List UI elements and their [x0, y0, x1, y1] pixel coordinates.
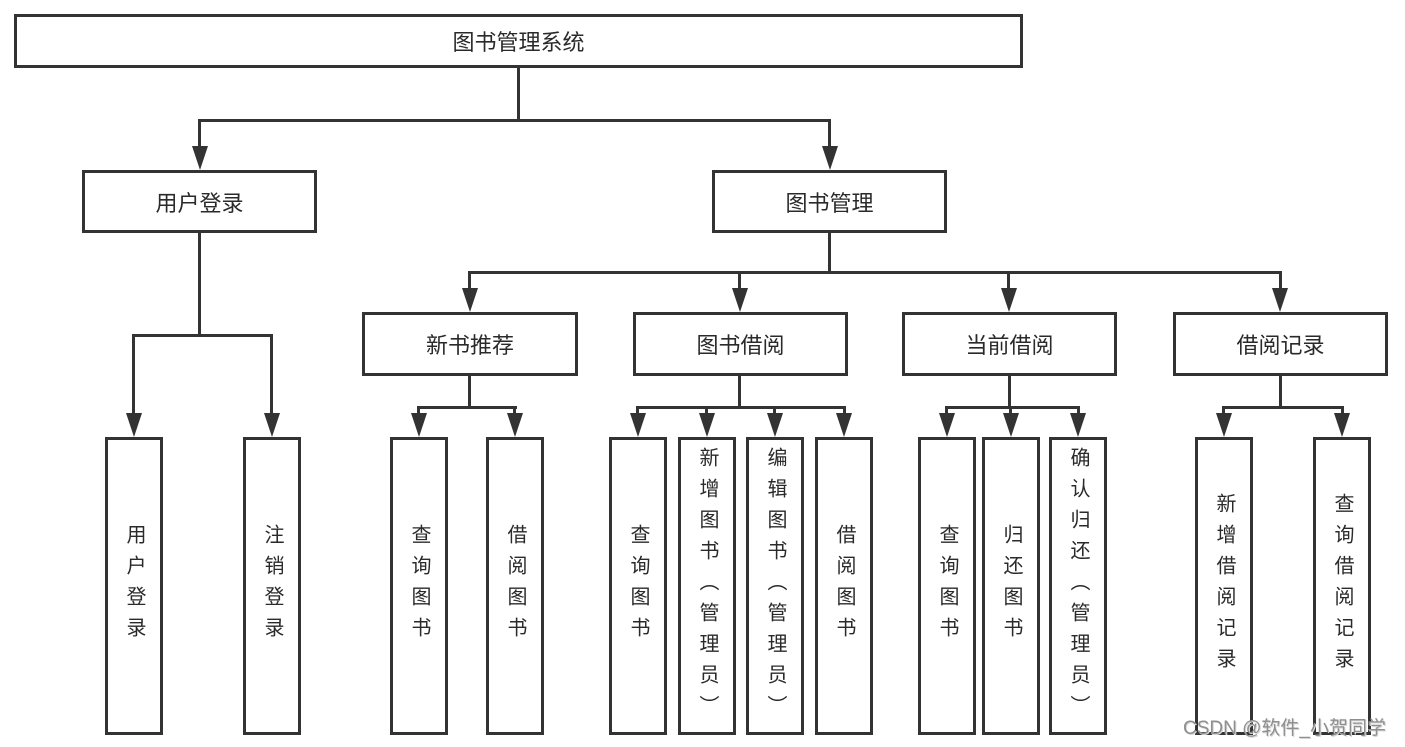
- node-label: 图书管理系统: [452, 30, 585, 55]
- connector-line: [636, 406, 846, 409]
- arrowhead-down: [1070, 413, 1086, 437]
- leaf-edit-books-admin: 编辑图书（管理员）: [746, 437, 804, 735]
- connector-line: [468, 271, 471, 291]
- arrowhead-down: [192, 146, 208, 170]
- connector-line: [828, 232, 831, 274]
- connector-line: [945, 406, 1080, 409]
- arrowhead-down: [822, 146, 838, 170]
- csdn-watermark: CSDN @软件_小贺同学: [1183, 718, 1386, 739]
- connector-line: [1008, 376, 1011, 409]
- leaf-query-borrow-record: 查询借阅记录: [1313, 437, 1371, 735]
- connector-line: [270, 334, 273, 416]
- arrowhead-down: [507, 413, 523, 437]
- connector-line: [705, 406, 708, 416]
- arrowhead-down: [836, 413, 852, 437]
- connector-line: [513, 406, 516, 416]
- leaf-query-books: 查询图书: [609, 437, 667, 735]
- arrowhead-down: [126, 413, 142, 437]
- node-label: 查询图书: [408, 524, 430, 648]
- arrowhead-down: [699, 413, 715, 437]
- node-label: 借阅图书: [504, 524, 526, 648]
- connector-line: [738, 271, 741, 291]
- leaf-query-books: 查询图书: [918, 437, 976, 735]
- connector-line: [636, 406, 639, 416]
- node-label: 借阅图书: [833, 524, 855, 648]
- connector-line: [828, 119, 831, 149]
- leaf-borrow-books: 借阅图书: [815, 437, 873, 735]
- arrowhead-down: [462, 288, 478, 312]
- connector-line: [198, 233, 201, 337]
- connector-line: [738, 376, 741, 409]
- node-label: 新增借阅记录: [1213, 493, 1235, 679]
- arrowhead-down: [767, 413, 783, 437]
- node-label: 图书借阅: [696, 333, 785, 358]
- connector-line: [517, 68, 520, 122]
- node-label: 查询图书: [627, 524, 649, 648]
- connector-line: [417, 406, 517, 409]
- node-library-management-system: 图书管理系统: [14, 14, 1023, 68]
- connector-line: [1279, 376, 1282, 409]
- node-label: 用户登录: [123, 524, 145, 648]
- node-new-book-recommendation: 新书推荐: [362, 312, 578, 376]
- connector-line: [1222, 406, 1225, 416]
- arrowhead-down: [1001, 288, 1017, 312]
- arrowhead-down: [732, 288, 748, 312]
- arrowhead-down: [1003, 413, 1019, 437]
- node-label: 查询图书: [936, 524, 958, 648]
- node-book-management: 图书管理: [712, 170, 947, 233]
- connector-line: [843, 406, 846, 416]
- node-label: 用户登录: [155, 190, 244, 216]
- leaf-query-books: 查询图书: [390, 437, 448, 735]
- node-label: 新书推荐: [425, 333, 514, 358]
- node-label: 确认归还（管理员）: [1067, 446, 1089, 726]
- node-label: 注销登录: [261, 524, 283, 648]
- connector-line: [468, 376, 471, 409]
- connector-line: [132, 334, 273, 337]
- arrowhead-down: [939, 413, 955, 437]
- connector-line: [1279, 271, 1282, 291]
- node-label: 编辑图书（管理员）: [764, 446, 786, 726]
- connector-line: [1341, 406, 1344, 416]
- node-current-borrowing: 当前借阅: [902, 312, 1117, 376]
- node-label: 当前借阅: [965, 333, 1054, 358]
- connector-line: [945, 406, 948, 416]
- node-book-borrowing: 图书借阅: [633, 312, 848, 376]
- node-borrowing-records: 借阅记录: [1173, 312, 1388, 376]
- arrowhead-down: [1334, 413, 1350, 437]
- connector-line: [1077, 406, 1080, 416]
- connector-line: [468, 271, 1282, 274]
- node-label: 查询借阅记录: [1331, 493, 1353, 679]
- leaf-borrow-books: 借阅图书: [486, 437, 544, 735]
- arrowhead-down: [264, 413, 280, 437]
- node-label: 借阅记录: [1236, 333, 1325, 358]
- connector-line: [1009, 406, 1012, 416]
- leaf-add-books-admin: 新增图书（管理员）: [678, 437, 736, 735]
- connector-line: [1007, 271, 1010, 291]
- arrowhead-down: [411, 413, 427, 437]
- connector-line: [773, 406, 776, 416]
- connector-line: [132, 334, 135, 416]
- leaf-user-login: 用户登录: [105, 437, 163, 735]
- connector-line: [417, 406, 420, 416]
- arrowhead-down: [630, 413, 646, 437]
- leaf-logout: 注销登录: [243, 437, 301, 735]
- leaf-return-books: 归还图书: [982, 437, 1040, 735]
- node-user-login: 用户登录: [82, 170, 317, 233]
- connector-line: [1222, 406, 1344, 409]
- arrowhead-down: [1272, 288, 1288, 312]
- connector-line: [198, 119, 201, 149]
- node-label: 图书管理: [785, 190, 874, 216]
- node-label: 新增图书（管理员）: [696, 446, 718, 726]
- node-label: 归还图书: [1000, 524, 1022, 648]
- connector-line: [198, 119, 831, 122]
- leaf-confirm-return-admin: 确认归还（管理员）: [1049, 437, 1107, 735]
- arrowhead-down: [1216, 413, 1232, 437]
- leaf-add-borrow-record: 新增借阅记录: [1195, 437, 1253, 735]
